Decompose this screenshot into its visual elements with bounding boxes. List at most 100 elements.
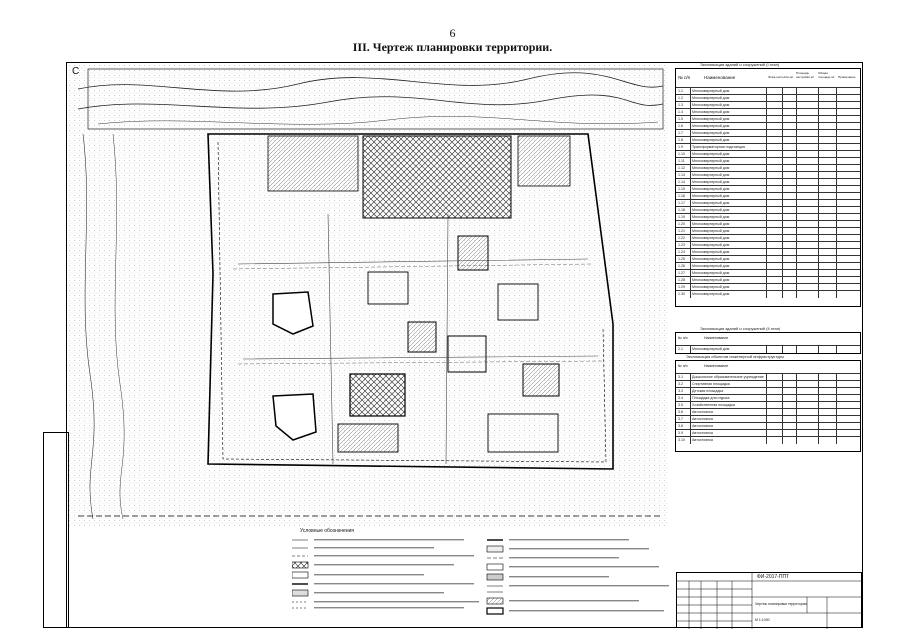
header-area: Площадь застройки м² xyxy=(796,71,814,79)
column-divider xyxy=(836,116,837,123)
column-divider xyxy=(836,158,837,165)
column-divider xyxy=(796,193,797,200)
column-divider xyxy=(782,374,783,381)
row-number: 1.19 xyxy=(678,215,685,219)
column-divider xyxy=(836,235,837,242)
column-divider xyxy=(818,242,819,249)
column-divider xyxy=(782,430,783,437)
small-header-num: № п/п xyxy=(678,336,688,340)
row-name: Многоквартирный дом xyxy=(692,271,730,275)
column-divider xyxy=(766,277,767,284)
row-name: Многоквартирный дом xyxy=(692,173,730,177)
table-buildings-caption: Экспликация зданий и сооружений (I этап) xyxy=(700,62,780,67)
column-divider xyxy=(766,109,767,116)
column-divider xyxy=(766,242,767,249)
column-divider xyxy=(690,193,691,200)
row-number: 1.14 xyxy=(678,180,685,184)
column-divider xyxy=(818,423,819,430)
column-divider xyxy=(782,270,783,277)
column-divider xyxy=(836,172,837,179)
page-number: 6 xyxy=(449,26,456,40)
column-divider xyxy=(818,200,819,207)
column-divider xyxy=(782,130,783,137)
column-divider xyxy=(836,102,837,109)
row-name: Многоквартирный дом xyxy=(692,124,730,128)
column-divider xyxy=(836,221,837,228)
column-divider xyxy=(796,388,797,395)
column-divider xyxy=(782,144,783,151)
row-name: Многоквартирный дом xyxy=(692,285,730,289)
row-number: 3.2 xyxy=(678,382,683,386)
title-block-sheet-label: Чертеж планировки территории xyxy=(755,602,807,606)
header-note: Примечание xyxy=(838,75,856,79)
row-name: Дошкольное образовательное учреждение xyxy=(692,375,764,379)
row-number: 3.7 xyxy=(678,417,683,421)
column-divider xyxy=(690,207,691,214)
column-divider xyxy=(796,130,797,137)
column-divider xyxy=(836,346,837,353)
column-divider xyxy=(796,137,797,144)
column-divider xyxy=(836,402,837,409)
column-divider xyxy=(766,423,767,430)
row-number: 1.24 xyxy=(678,250,685,254)
row-number: 1.17 xyxy=(678,201,685,205)
row-number: 1.6 xyxy=(678,124,683,128)
column-divider xyxy=(690,381,691,388)
column-divider xyxy=(836,249,837,256)
column-divider xyxy=(836,437,837,444)
column-divider xyxy=(766,179,767,186)
column-divider xyxy=(690,402,691,409)
row-number: 1.11 xyxy=(678,159,685,163)
struct-header-name: Наименование xyxy=(704,364,729,368)
row-number: 1.21 xyxy=(678,229,685,233)
column-divider xyxy=(836,270,837,277)
column-divider xyxy=(690,172,691,179)
column-divider xyxy=(836,430,837,437)
column-divider xyxy=(690,200,691,207)
column-divider xyxy=(818,284,819,291)
row-name: Многоквартирный дом xyxy=(692,138,730,142)
column-divider xyxy=(796,256,797,263)
building-block-6 xyxy=(522,363,560,397)
row-name: Многоквартирный дом xyxy=(692,201,730,205)
column-divider xyxy=(818,165,819,172)
internal-road xyxy=(237,213,599,465)
column-divider xyxy=(690,165,691,172)
column-divider xyxy=(796,437,797,444)
column-divider xyxy=(766,207,767,214)
row-number: 1.2 xyxy=(678,96,683,100)
column-divider xyxy=(836,381,837,388)
column-divider xyxy=(690,263,691,270)
column-divider xyxy=(782,179,783,186)
row-number: 1.8 xyxy=(678,138,683,142)
column-divider xyxy=(690,437,691,444)
column-divider xyxy=(836,95,837,102)
column-divider xyxy=(782,158,783,165)
column-divider xyxy=(782,416,783,423)
column-divider xyxy=(766,144,767,151)
row-number: 1.10 xyxy=(678,152,685,156)
column-divider xyxy=(766,193,767,200)
column-divider xyxy=(782,109,783,116)
hatched-zone-side xyxy=(267,135,359,192)
column-divider xyxy=(782,388,783,395)
row-number: 1.20 xyxy=(678,222,685,226)
row-name: Многоквартирный дом xyxy=(692,222,730,226)
column-divider xyxy=(766,172,767,179)
column-divider xyxy=(766,395,767,402)
column-divider xyxy=(796,221,797,228)
column-divider xyxy=(818,388,819,395)
